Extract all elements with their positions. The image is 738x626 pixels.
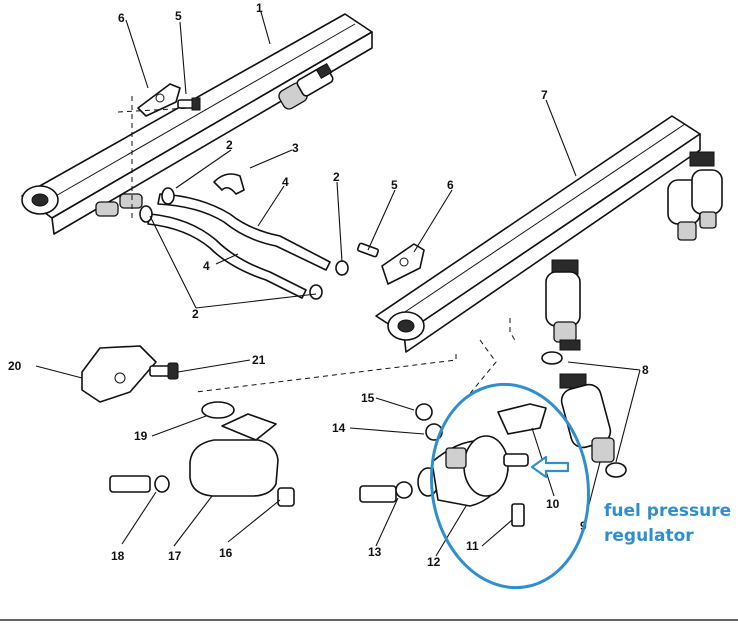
o-ring — [139, 205, 153, 223]
seal-washer — [415, 403, 433, 421]
part-label-11: 11 — [466, 539, 479, 553]
regulator-clip — [497, 403, 547, 435]
inlet-tube — [109, 475, 170, 493]
part-label-21: 21 — [252, 353, 266, 367]
mounting-bracket-left — [81, 345, 157, 403]
mounting-bracket-upper — [137, 83, 181, 117]
dashed-guide-line — [195, 354, 457, 393]
arrow-left-icon — [530, 455, 570, 479]
o-ring — [161, 187, 175, 205]
part-label-6: 6 — [118, 11, 125, 25]
dashed-guide-line — [509, 318, 517, 343]
part-label-2: 2 — [192, 307, 199, 321]
fuel-injector-right — [667, 151, 723, 241]
fuel-rail-lower — [375, 115, 701, 353]
return-tube — [359, 481, 413, 503]
part-label-7: 7 — [541, 88, 548, 102]
bracket-bolt — [149, 362, 179, 380]
part-label-19: 19 — [134, 429, 148, 443]
part-label-12: 12 — [427, 555, 441, 569]
part-label-2: 2 — [333, 170, 340, 184]
callout-label-line2: regulator — [604, 526, 694, 546]
part-label-14: 14 — [332, 421, 346, 435]
part-label-13: 13 — [368, 545, 382, 559]
dashed-guide-line — [467, 339, 497, 397]
outlet-fitting — [277, 487, 295, 507]
fuel-injector-center — [545, 259, 581, 351]
part-label-5: 5 — [175, 9, 182, 23]
regulator-screw — [511, 503, 525, 527]
part-label-16: 16 — [219, 546, 233, 560]
o-ring — [309, 284, 323, 300]
part-label-4: 4 — [282, 175, 289, 189]
part-label-8: 8 — [642, 363, 649, 377]
dashed-guide-line — [117, 107, 191, 113]
bolt-upper — [177, 97, 201, 111]
part-label-10: 10 — [546, 497, 560, 511]
callout-label-line1: fuel pressure — [604, 501, 731, 521]
regulator-housing — [189, 401, 279, 497]
highlight-circle — [429, 382, 591, 590]
part-label-1: 1 — [256, 1, 263, 15]
part-label-6: 6 — [447, 178, 454, 192]
part-label-4: 4 — [203, 259, 210, 273]
fuel-rail-upper — [21, 13, 373, 235]
fuel-line-clip — [213, 173, 245, 195]
part-label-5: 5 — [391, 178, 398, 192]
fuel-pressure-regulator — [417, 435, 529, 507]
leader-lines — [35, 11, 641, 557]
mounting-bracket-lower — [381, 243, 425, 285]
part-label-3: 3 — [292, 141, 299, 155]
part-label-17: 17 — [168, 549, 182, 563]
o-ring — [335, 260, 349, 276]
fuel-line-upper — [157, 193, 331, 271]
part-label-2: 2 — [226, 138, 233, 152]
fuel-line-lower — [147, 213, 307, 299]
part-label-18: 18 — [111, 549, 125, 563]
part-label-20: 20 — [8, 359, 22, 373]
part-label-15: 15 — [361, 391, 375, 405]
